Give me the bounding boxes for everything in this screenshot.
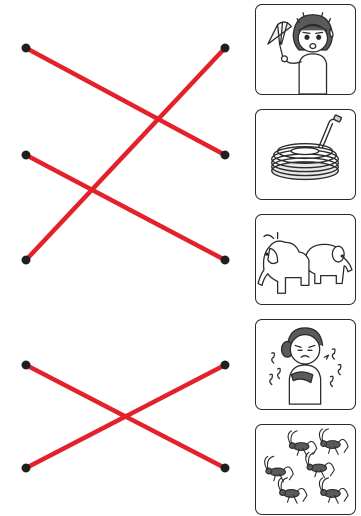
right-dot[interactable] bbox=[221, 44, 230, 53]
picture-card-hot[interactable] bbox=[255, 4, 356, 95]
coiled-hose-icon bbox=[256, 110, 355, 199]
right-dot[interactable] bbox=[221, 464, 230, 473]
right-dot[interactable] bbox=[221, 361, 230, 370]
shivering-boy-icon bbox=[256, 320, 355, 409]
right-dot[interactable] bbox=[221, 151, 230, 160]
left-dot[interactable] bbox=[22, 44, 31, 53]
left-dot[interactable] bbox=[22, 151, 31, 160]
left-dot[interactable] bbox=[22, 361, 31, 370]
left-dot[interactable] bbox=[22, 256, 31, 265]
matching-lines-area bbox=[0, 0, 240, 516]
crickets-icon bbox=[256, 425, 355, 514]
picture-card-cold[interactable] bbox=[255, 319, 356, 410]
hot-girl-fanning-icon bbox=[256, 5, 355, 94]
match-line bbox=[26, 48, 225, 260]
picture-card-crickets[interactable] bbox=[255, 424, 356, 515]
picture-card-hose[interactable] bbox=[255, 109, 356, 200]
match-line bbox=[26, 155, 225, 260]
right-dot[interactable] bbox=[221, 256, 230, 265]
left-dot[interactable] bbox=[22, 464, 31, 473]
match-line bbox=[26, 48, 225, 155]
elephants-icon bbox=[256, 215, 355, 304]
picture-card-elephants[interactable] bbox=[255, 214, 356, 305]
